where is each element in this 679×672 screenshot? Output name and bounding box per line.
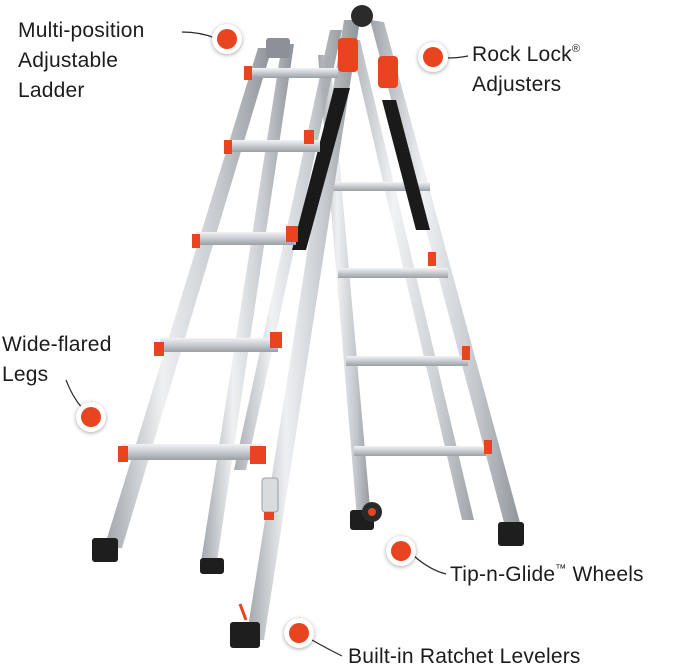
rear-foot: [498, 522, 524, 546]
brand-decal-rear: [382, 100, 430, 230]
wide-flared-line1: Wide-flared: [2, 333, 112, 356]
rock-lock-adjuster: [338, 38, 358, 72]
front-rung: [248, 68, 338, 78]
front-rung: [122, 444, 262, 460]
wide-flared-label: Wide-flared Legs: [2, 330, 112, 390]
rock-lock-adjuster: [378, 56, 398, 88]
rung-cap: [484, 440, 492, 454]
ratchet-marker: [284, 618, 314, 648]
front-section: [92, 5, 492, 648]
rung-cap: [428, 252, 436, 266]
hinge: [351, 5, 373, 27]
rear-inner-rail: [350, 40, 474, 520]
rung-cap: [462, 346, 470, 360]
multi-position-line3: Ladder: [18, 79, 85, 102]
connector-ratchet: [311, 639, 343, 657]
tip-n-glide-text: Tip-n-Glide: [450, 563, 556, 586]
brand-decal: [292, 88, 350, 250]
tip-n-glide-suffix: Wheels: [566, 563, 644, 586]
registered-mark: ®: [571, 43, 581, 55]
rung-caps: [118, 66, 492, 464]
rung-cap: [270, 332, 282, 348]
rung-cap: [224, 140, 232, 154]
leveler-rod: [238, 603, 248, 621]
connector-multi-position: [181, 31, 216, 39]
multi-position-line1: Multi-position: [18, 19, 145, 42]
wide-flared-line2: Legs: [2, 363, 49, 386]
multi-position-marker: [212, 24, 242, 54]
tip-n-glide-label: Tip-n-Glide™ Wheels: [450, 560, 644, 590]
rock-lock-line1: Rock Lock®: [472, 40, 580, 70]
rung-cap: [154, 342, 164, 356]
rear-rung: [338, 268, 448, 278]
trademark-mark: ™: [555, 563, 567, 575]
rear-rung: [346, 356, 468, 366]
rung-cap: [118, 446, 128, 462]
front-rung: [196, 232, 296, 245]
front-left-rail: [104, 48, 272, 548]
rock-lock-label: Rock Lock® Adjusters: [472, 40, 580, 100]
front-foot: [92, 538, 118, 562]
connector-rock-lock: [447, 55, 469, 59]
rock-lock-line2: Adjusters: [472, 73, 562, 96]
rock-lock-marker: [418, 42, 448, 72]
wheel-hub: [368, 508, 376, 516]
rung-cap: [192, 234, 200, 248]
ratchet-leveler-tab: [264, 512, 274, 520]
multi-position-line2: Adjustable: [18, 49, 119, 72]
top-cap: [266, 38, 290, 58]
front-rung: [160, 338, 278, 352]
rear-rung: [354, 446, 486, 456]
ratchet-label: Built-in Ratchet Levelers: [348, 645, 581, 668]
rung-cap: [244, 66, 252, 80]
rung-cap: [250, 446, 266, 464]
wide-flared-marker: [76, 402, 106, 432]
rung-cap: [304, 130, 314, 144]
rear-rung: [330, 182, 430, 191]
front-rung: [228, 140, 320, 152]
rung-cap: [286, 226, 298, 242]
front-mid-rail: [200, 44, 294, 568]
front-foot: [200, 558, 224, 574]
tip-n-glide-marker: [386, 536, 416, 566]
front-foot: [230, 622, 260, 648]
connector-tip-n-glide: [413, 555, 447, 575]
multi-position-label: Multi-position Adjustable Ladder: [18, 16, 145, 106]
rock-lock-text: Rock Lock: [472, 43, 572, 66]
